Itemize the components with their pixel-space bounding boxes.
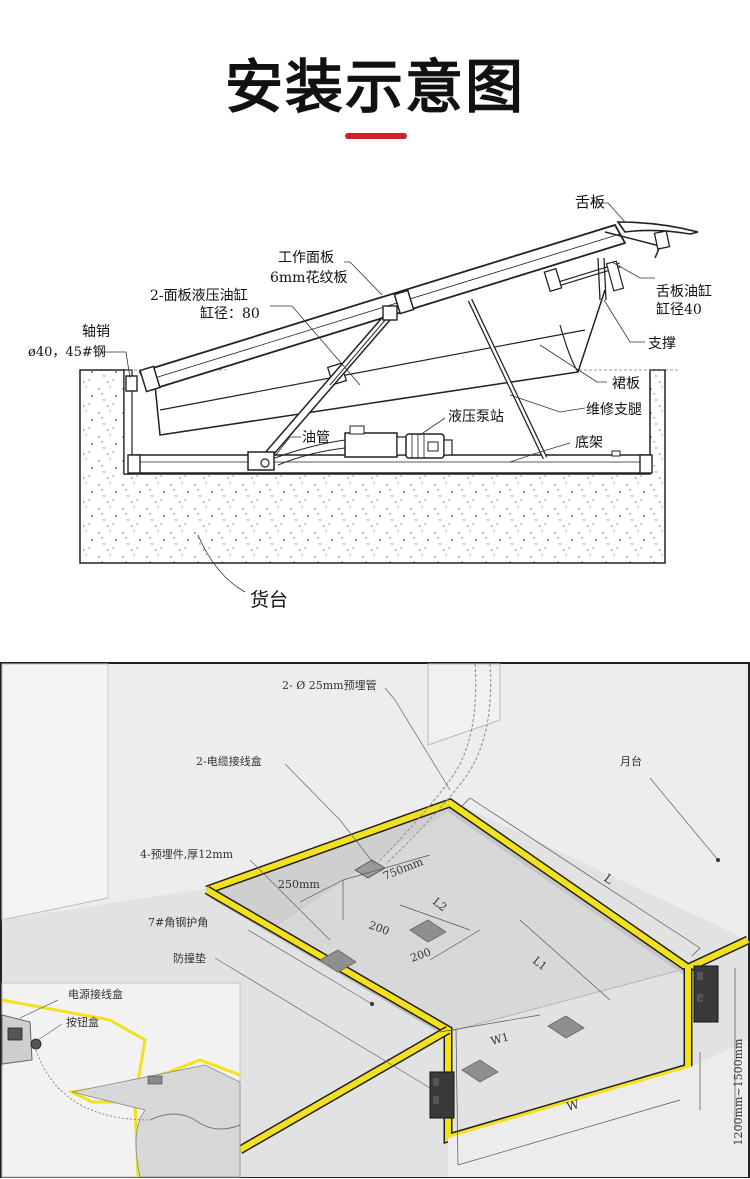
embedded-pipe (377, 663, 477, 863)
label-embedded-parts: 4-预埋件,厚12mm (140, 848, 234, 861)
right-wall-block (427, 663, 501, 746)
label-base-frame: 底架 (575, 435, 603, 451)
dim-W1: W1 (489, 1030, 510, 1048)
label-oil-pipe: 油管 (302, 430, 330, 446)
dim-250: 250mm (278, 878, 320, 891)
left-wall-block (1, 663, 109, 921)
button-box-icon (147, 1075, 163, 1085)
label-pump-station: 液压泵站 (448, 409, 504, 425)
label-support: 支撑 (648, 336, 676, 352)
label-work-panel: 工作面板 (278, 250, 334, 266)
label-platform: 月台 (620, 754, 642, 768)
label-cable-box: 2-电缆接线盒 (196, 754, 262, 768)
label-skirt-plate: 裙板 (612, 376, 640, 392)
embedded-plate (319, 949, 357, 973)
label-tongue-cylinder: 舌板油缸 (656, 283, 712, 300)
dim-H: H (698, 996, 711, 1006)
label-tongue-plate: 舌板 (575, 193, 605, 211)
label-button-box: 按钮盒 (66, 1015, 99, 1029)
embedded-plate (461, 1059, 499, 1083)
label-power-box: 电源接线盒 (68, 987, 123, 1001)
label-dock: 货台 (250, 589, 288, 611)
label-work-panel-spec: 6mm花纹板 (270, 270, 347, 286)
dim-W: W (565, 1097, 581, 1114)
pit-installation-diagram: 2- Ø 25mm预埋管 2-电缆接线盒 月台 4-预埋件,厚12mm 7#角钢… (0, 662, 750, 1178)
title-underline (345, 133, 407, 139)
embedded-plate (547, 1015, 585, 1039)
label-shaft-pin-spec: ø40，45#钢 (28, 345, 106, 360)
label-bumper: 防撞垫 (173, 951, 206, 965)
label-shaft-pin: 轴销 (82, 324, 110, 340)
label-tongue-cylinder-bore: 缸径40 (656, 301, 702, 318)
power-box-icon (7, 1027, 23, 1041)
skirt-plate (154, 289, 606, 436)
label-corner-guard: 7#角钢护角 (148, 915, 208, 929)
label-embedded-pipe: 2- Ø 25mm预埋管 (282, 678, 377, 692)
embedded-plate (409, 919, 447, 943)
pit-back-wall-left (207, 803, 450, 928)
side-view-diagram: 舌板 工作面板 6mm花纹板 2-面板液压油缸 缸径：80 轴销 ø40，45#… (28, 193, 712, 611)
pump-station (344, 432, 398, 458)
label-panel-cylinder-bore: 缸径：80 (200, 305, 260, 322)
label-maintenance-leg: 维修支腿 (586, 402, 642, 418)
label-panel-cylinder: 2-面板液压油缸 (150, 287, 248, 304)
tongue-plate (616, 221, 699, 235)
page-title: 安装示意图 (224, 53, 525, 121)
dim-height-range: 1200mm~1500mm (732, 1038, 745, 1145)
